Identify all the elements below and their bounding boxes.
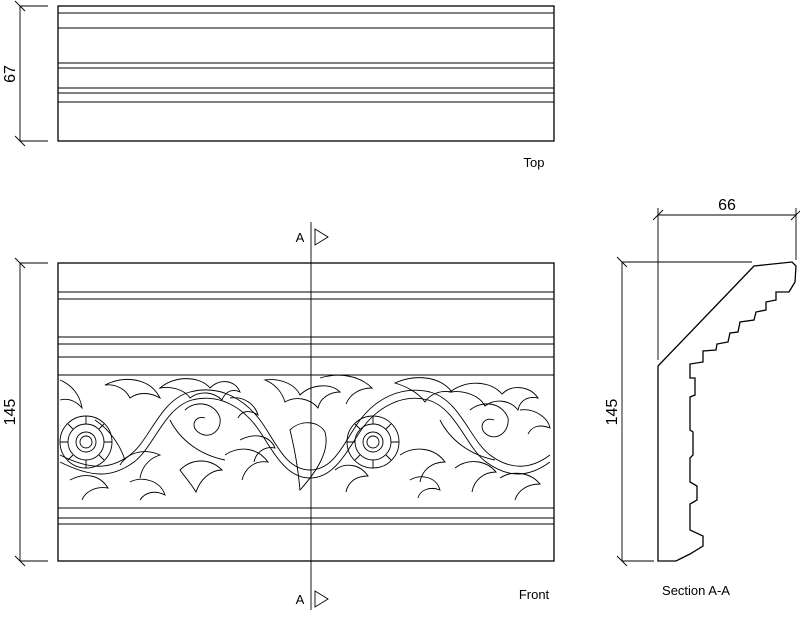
- front-view-label: Front: [519, 587, 550, 602]
- section-height-label: 145: [604, 399, 621, 426]
- section-height-dimension: [616, 256, 752, 567]
- top-view-outline: [57, 5, 555, 142]
- front-height-label: 145: [2, 399, 19, 426]
- rosette-center: [346, 415, 400, 469]
- top-view-label: Top: [524, 155, 545, 170]
- rosette-left: [59, 415, 113, 469]
- front-view: [57, 262, 555, 562]
- section-arrow-bottom-icon: [314, 590, 329, 608]
- section-width-dimension: [652, 208, 800, 360]
- acanthus-frieze: [59, 374, 551, 501]
- section-marker-top: A: [296, 230, 305, 245]
- front-view-outline: [57, 262, 555, 562]
- section-width-label: 66: [718, 197, 736, 214]
- front-height-dimension: [14, 257, 48, 567]
- section-profile: [657, 261, 797, 562]
- section-cut-line: [310, 222, 329, 610]
- top-height-dimension: [14, 0, 48, 147]
- top-view: [57, 5, 555, 142]
- top-height-label: 67: [2, 65, 19, 83]
- section-arrow-top-icon: [314, 228, 329, 246]
- section-view-label: Section A-A: [662, 583, 730, 598]
- section-marker-bottom: A: [296, 592, 305, 607]
